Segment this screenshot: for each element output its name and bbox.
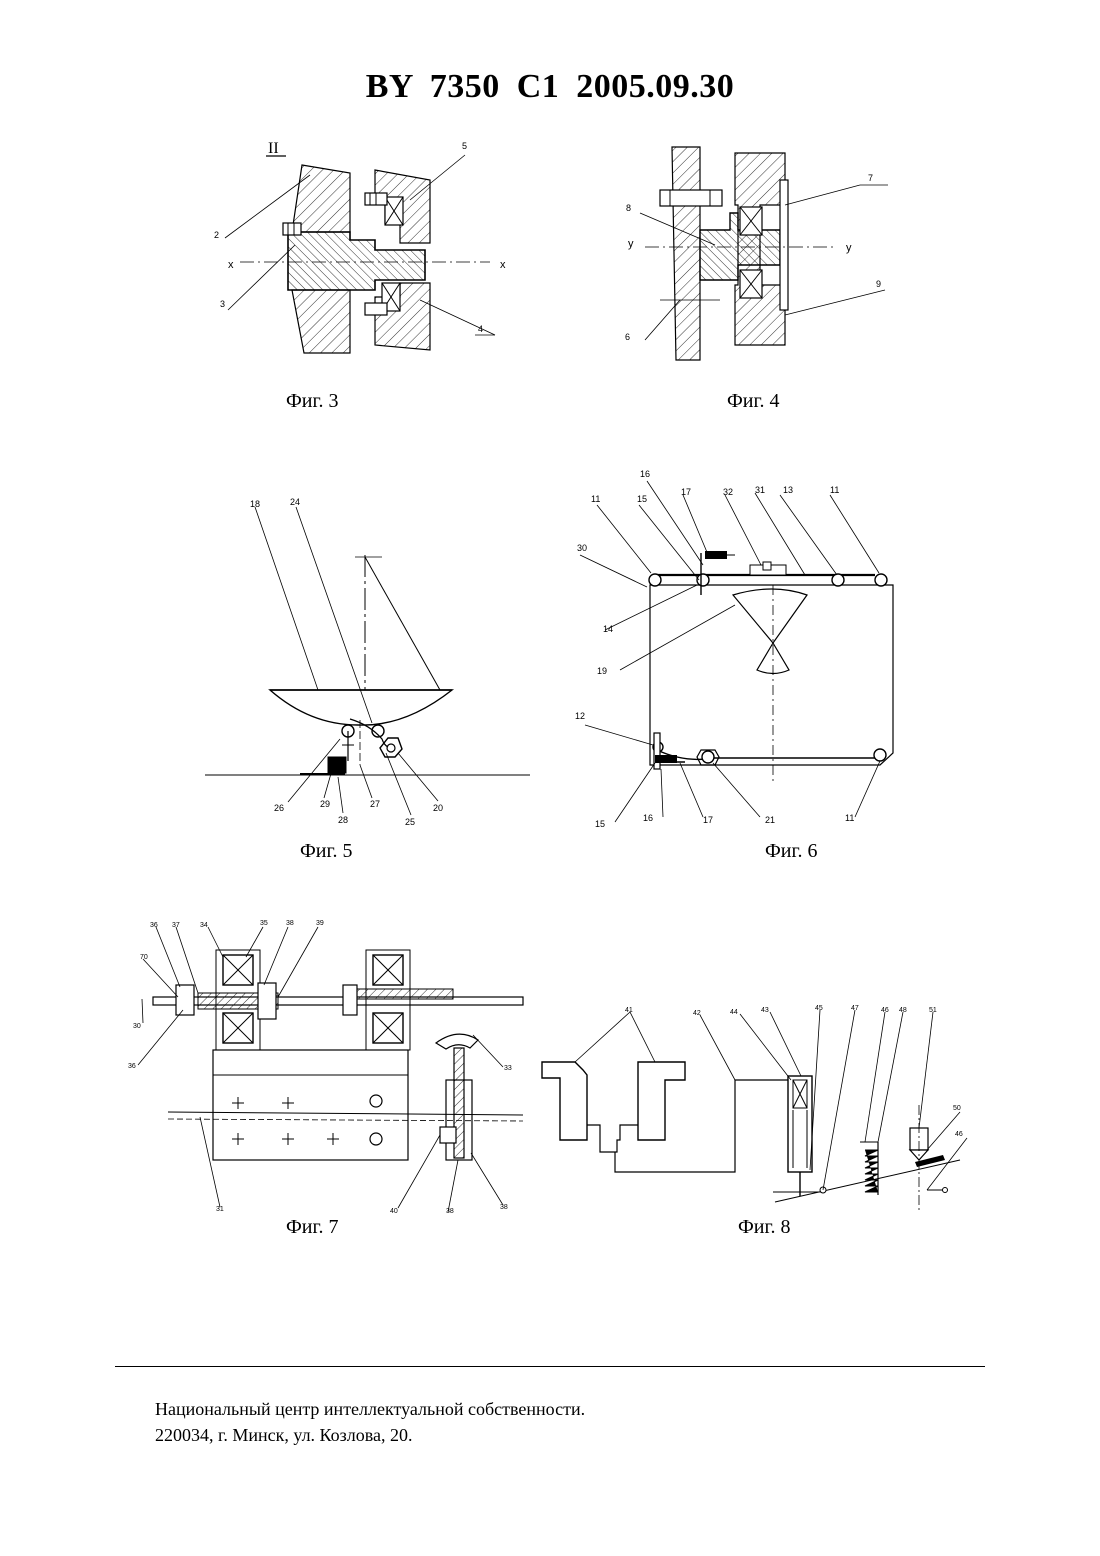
label-37: 37 xyxy=(172,922,180,929)
label-27: 27 xyxy=(370,799,380,809)
figure-3-caption: Фиг. 3 xyxy=(286,390,338,413)
label-47: 47 xyxy=(851,1005,859,1012)
label-4: 4 xyxy=(478,324,483,334)
label-11-right: 11 xyxy=(830,485,839,495)
label-43: 43 xyxy=(761,1007,769,1014)
label-24: 24 xyxy=(290,497,300,507)
label-29: 29 xyxy=(320,799,330,809)
figure-5-caption: Фиг. 5 xyxy=(300,840,352,863)
label-42: 42 xyxy=(693,1010,701,1017)
footer: Национальный центр интеллектуальной собс… xyxy=(155,1396,585,1448)
figure-3-drawing: II 2 5 x x 3 4 xyxy=(210,135,510,365)
label-14: 14 xyxy=(603,624,613,634)
label-44: 44 xyxy=(730,1009,738,1016)
figure-4-drawing: 8 7 y y 9 6 xyxy=(620,135,910,365)
label-36-top: 36 xyxy=(150,922,158,929)
label-12: 12 xyxy=(575,711,585,721)
figure-5: 18 24 26 29 27 28 25 20 xyxy=(200,495,535,820)
label-x-left: x xyxy=(228,259,234,271)
footer-divider xyxy=(115,1366,985,1367)
label-y-left: y xyxy=(628,238,634,250)
label-19: 19 xyxy=(597,666,607,676)
figure-3: II 2 5 x x 3 4 xyxy=(210,135,510,365)
footer-line-2: 220034, г. Минск, ул. Козлова, 20. xyxy=(155,1422,585,1448)
label-11-bottom: 11 xyxy=(845,813,854,823)
label-38-bottom-a: 38 xyxy=(446,1208,454,1215)
label-16-top: 16 xyxy=(640,469,650,479)
figure-4: 8 7 y y 9 6 xyxy=(620,135,910,365)
label-16-bottom: 16 xyxy=(643,813,653,823)
figure-7-caption: Фиг. 7 xyxy=(286,1216,338,1239)
figure-5-drawing: 18 24 26 29 27 28 25 20 xyxy=(200,495,535,820)
label-13: 13 xyxy=(783,485,793,495)
label-36-bottom: 36 xyxy=(128,1063,136,1070)
label-40: 40 xyxy=(390,1208,398,1215)
label-6: 6 xyxy=(625,332,630,342)
label-20: 20 xyxy=(433,803,443,813)
label-35: 35 xyxy=(260,920,268,927)
label-46-top: 46 xyxy=(881,1007,889,1014)
label-41: 41 xyxy=(625,1007,633,1014)
label-3: 3 xyxy=(220,299,225,309)
label-2: 2 xyxy=(214,230,219,240)
document-header: BY 7350 C1 2005.09.30 xyxy=(0,68,1100,106)
label-15-bottom: 15 xyxy=(595,819,605,829)
label-17-bottom: 17 xyxy=(703,815,713,825)
label-30: 30 xyxy=(133,1023,141,1030)
label-y-right: y xyxy=(846,242,852,254)
label-x-right: x xyxy=(500,259,506,271)
label-26: 26 xyxy=(274,803,284,813)
figure-8: 41 42 44 43 45 47 46 48 51 50 46 xyxy=(535,1000,965,1215)
figure-6-drawing: 16 15 17 32 31 13 11 11 30 14 19 12 15 1… xyxy=(575,465,920,830)
label-46-right: 46 xyxy=(955,1131,963,1138)
label-39: 39 xyxy=(316,920,324,927)
label-31: 31 xyxy=(755,485,765,495)
figure-6-caption: Фиг. 6 xyxy=(765,840,817,863)
label-45: 45 xyxy=(815,1005,823,1012)
label-33: 33 xyxy=(504,1065,512,1072)
label-11-left: 11 xyxy=(591,494,600,504)
figure-8-drawing: 41 42 44 43 45 47 46 48 51 50 46 xyxy=(535,1000,965,1215)
section-mark: II xyxy=(268,140,279,157)
figure-7: 36 37 34 35 38 39 70 30 36 33 31 40 38 3… xyxy=(128,915,528,1215)
label-15-top: 15 xyxy=(637,494,647,504)
label-48: 48 xyxy=(899,1007,907,1014)
label-9: 9 xyxy=(876,279,881,289)
label-30: 30 xyxy=(577,543,587,553)
label-7: 7 xyxy=(868,173,873,183)
label-50: 50 xyxy=(953,1105,961,1112)
label-21: 21 xyxy=(765,815,775,825)
label-5: 5 xyxy=(462,141,467,151)
label-51: 51 xyxy=(929,1007,937,1014)
label-18: 18 xyxy=(250,499,260,509)
footer-line-1: Национальный центр интеллектуальной собс… xyxy=(155,1396,585,1422)
label-38-bottom-b: 38 xyxy=(500,1204,508,1211)
label-34: 34 xyxy=(200,922,208,929)
label-8: 8 xyxy=(626,203,631,213)
figure-8-caption: Фиг. 8 xyxy=(738,1216,790,1239)
label-25: 25 xyxy=(405,817,415,827)
label-38-top: 38 xyxy=(286,920,294,927)
figure-7-drawing: 36 37 34 35 38 39 70 30 36 33 31 40 38 3… xyxy=(128,915,528,1215)
label-17-top: 17 xyxy=(681,487,691,497)
label-70: 70 xyxy=(140,954,148,961)
label-31: 31 xyxy=(216,1206,224,1213)
label-28: 28 xyxy=(338,815,348,825)
figure-4-caption: Фиг. 4 xyxy=(727,390,779,413)
figure-6: 16 15 17 32 31 13 11 11 30 14 19 12 15 1… xyxy=(575,465,920,830)
label-32: 32 xyxy=(723,487,733,497)
